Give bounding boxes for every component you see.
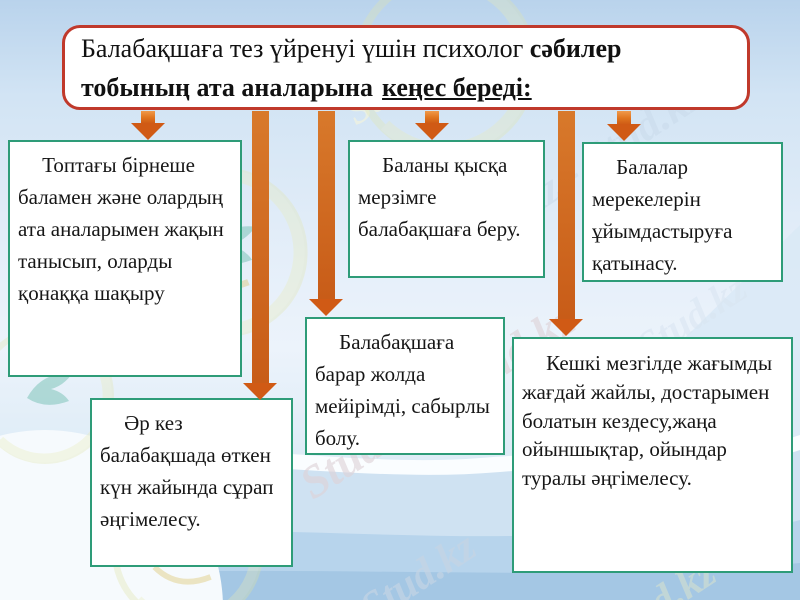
advice-box-1: Топтағы бірнеше баламен және олардың ата…	[8, 140, 242, 377]
advice-box-6: Кешкі мезгілде жағымды жағдай жайлы, дос…	[512, 337, 793, 573]
advice-box-5-text: Әр кез балабақшада өткен күн жайында сұр…	[100, 411, 274, 531]
watermark-text: Stud.kz	[352, 523, 485, 600]
connector-arrow-3	[309, 111, 343, 316]
advice-box-3: Балалар мерекелерін ұйымдастыруға қатына…	[582, 142, 783, 282]
connector-arrow-5	[549, 111, 583, 336]
advice-box-5: Әр кез балабақшада өткен күн жайында сұр…	[90, 398, 293, 567]
title-regular: Балабақшаға тез үйренуі үшін психолог	[81, 33, 530, 63]
title-bold: сәбилер тобының ата аналарына	[81, 33, 622, 102]
title-box: Балабақшаға тез үйренуі үшін психолог сә…	[62, 25, 750, 110]
title-underlined: кеңес береді:	[382, 72, 532, 102]
advice-box-4: Балабақшаға барар жолда мейірімді, сабыр…	[305, 317, 505, 455]
connector-arrow-1	[131, 111, 165, 140]
advice-box-4-text: Балабақшаға барар жолда мейірімді, сабыр…	[315, 330, 490, 450]
advice-box-2: Баланы қысқа мерзімге балабақшаға беру.	[348, 140, 545, 278]
advice-box-1-text: Топтағы бірнеше баламен және олардың ата…	[18, 153, 224, 305]
connector-arrow-2	[243, 111, 277, 400]
advice-box-6-text: Кешкі мезгілде жағымды жағдай жайлы, дос…	[522, 351, 773, 491]
slide-title: Балабақшаға тез үйренуі үшін психолог сә…	[65, 27, 747, 109]
advice-box-2-text: Баланы қысқа мерзімге балабақшаға беру.	[358, 153, 521, 241]
advice-box-3-text: Балалар мерекелерін ұйымдастыруға қатына…	[592, 155, 733, 275]
connector-arrow-6	[607, 111, 641, 141]
connector-arrow-4	[415, 111, 449, 140]
